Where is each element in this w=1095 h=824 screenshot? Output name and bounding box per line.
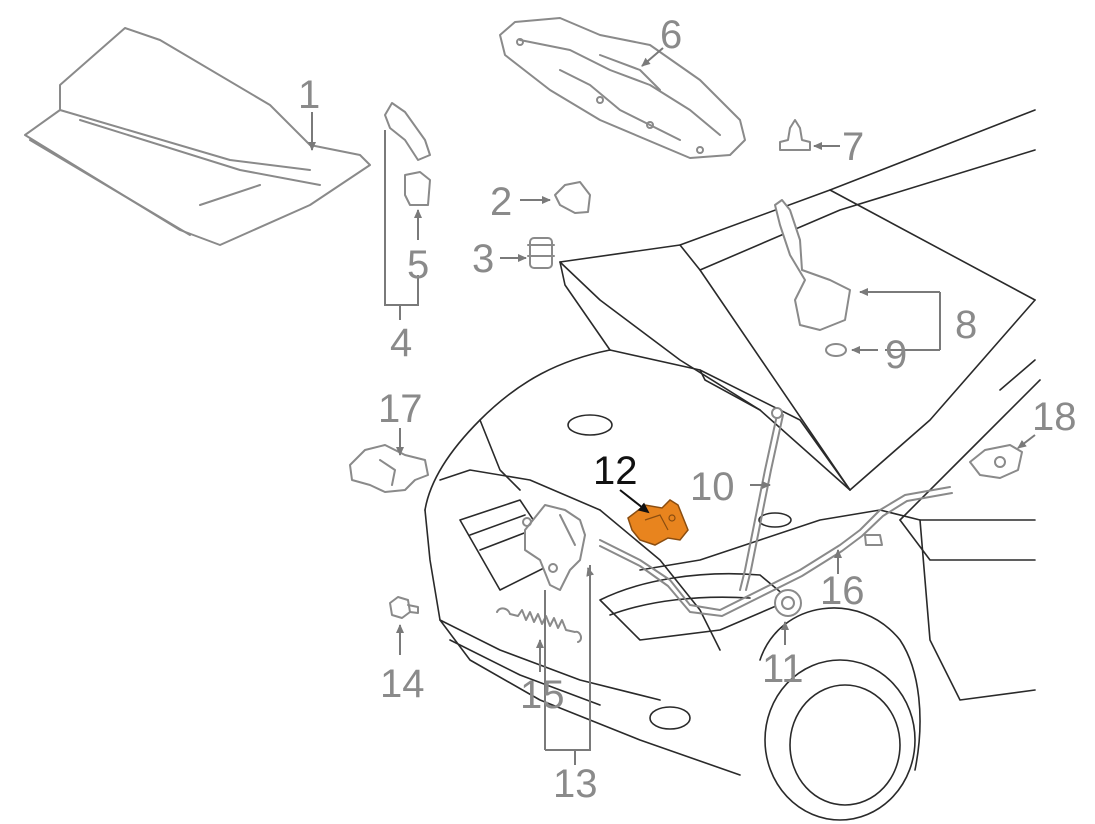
hood-cushion	[527, 237, 555, 269]
hood-release-handle	[969, 444, 1023, 479]
callout-labels: 1 2 3 4 5 6 7 8 9 10 11 12 13 14 15 16 1…	[298, 13, 1077, 806]
callout-1: 1	[298, 73, 320, 117]
callout-3: 3	[472, 237, 494, 281]
callout-6: 6	[660, 13, 682, 57]
callout-16: 16	[820, 569, 865, 613]
callout-13: 13	[553, 762, 598, 806]
callout-17: 17	[378, 387, 423, 431]
hood-lock-striker	[774, 199, 851, 357]
hood-insulator	[499, 17, 746, 159]
hood-courtesy-switch	[349, 444, 429, 493]
hood-bumper	[554, 181, 591, 214]
highlighted-part-12	[627, 499, 689, 546]
callout-2: 2	[490, 180, 512, 224]
callout-4: 4	[390, 321, 412, 365]
callout-8: 8	[955, 303, 977, 347]
hood-lock-support-bracket	[627, 499, 689, 546]
latch-return-spring	[496, 607, 582, 643]
callout-15: 15	[520, 673, 565, 717]
callout-11: 11	[762, 647, 804, 691]
hood-release-cable	[599, 486, 953, 617]
hood-panel	[24, 27, 371, 246]
hood-hinge	[384, 102, 431, 206]
hood-support-rod	[739, 407, 784, 591]
callout-10: 10	[690, 465, 735, 509]
hood-latch	[522, 504, 586, 591]
cable-grommet	[774, 589, 802, 617]
callout-9: 9	[885, 333, 907, 377]
callout-12: 12	[593, 449, 638, 493]
callout-7: 7	[842, 125, 864, 169]
callout-18: 18	[1032, 395, 1077, 439]
vehicle-front-outline	[424, 109, 1041, 821]
latch-bolt	[389, 596, 419, 619]
insulator-clip	[779, 119, 811, 151]
callout-5: 5	[407, 243, 429, 287]
callout-14: 14	[380, 662, 425, 706]
